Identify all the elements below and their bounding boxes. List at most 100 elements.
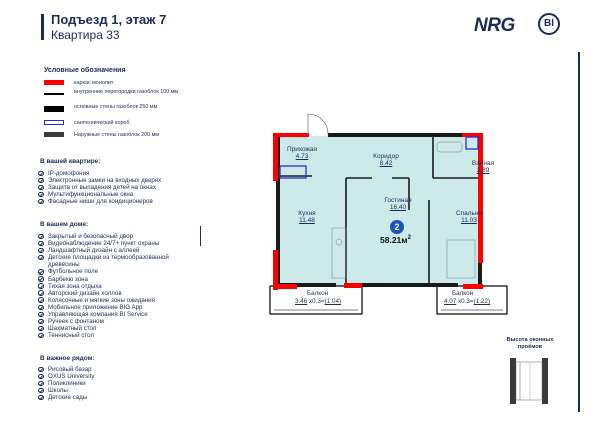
check-icon (38, 184, 44, 191)
balcony-right-label: Балкон 4.07 x0.3=(1.22) (444, 290, 491, 305)
in-apartment-list: IP-домофония Электронные замки на входны… (38, 170, 218, 205)
floor-plan (269, 113, 508, 315)
monolith-top-left (273, 133, 309, 137)
balcony-left-label: Балкон 3.46 x0.3=(1.04) (295, 290, 342, 305)
monolith-top-right (462, 133, 482, 137)
wall-bottom-mid (344, 283, 458, 287)
monolith-left-bottom (273, 250, 278, 290)
list-item: Мобильное приложение BIG App (38, 304, 188, 311)
check-icon (38, 290, 44, 296)
list-item: Мультифункциональные окна (38, 191, 218, 198)
total-area: 58.21м2 (380, 235, 411, 245)
room-label-bedroom: Спальня 11.03 (455, 210, 483, 224)
check-icon (38, 304, 44, 311)
check-icon (38, 240, 44, 247)
header-accent-bar (41, 14, 44, 40)
kitchen-counter (331, 227, 347, 279)
list-item: Управляющая компания BI Service (38, 311, 188, 318)
check-icon (38, 325, 44, 332)
list-item: Детские площадки из термообразованной др… (38, 254, 188, 268)
list-item: Рисовый базар (38, 366, 188, 373)
room-label-corridor: Коридор 8.42 (373, 153, 399, 167)
window-wall-left (510, 358, 516, 404)
logo-text: NRG (474, 15, 515, 36)
check-icon (38, 373, 44, 380)
list-item: Футбольное поле (38, 268, 188, 275)
legend-swatch-red (44, 80, 64, 85)
page-title: Подъезд 1, этаж 7 (51, 12, 167, 27)
monolith-mid-bottom (344, 283, 362, 288)
shaft-right (465, 136, 479, 150)
list-item: Колясочные и мягкие зоны ожидания (38, 297, 188, 304)
nearby-title: В важное рядом: (40, 355, 95, 362)
list-item: Барбекю зона (38, 276, 188, 283)
legend-swatch-thick (44, 106, 64, 112)
check-icon (38, 394, 44, 401)
check-icon (38, 311, 44, 318)
room-fill-entry (276, 136, 338, 176)
in-apartment-title: В вашей квартире: (40, 158, 101, 165)
balcony-left (269, 285, 363, 315)
room-label-living: Гостиная 16.40 (384, 197, 412, 211)
window-height-diagram (510, 358, 548, 404)
room-count-badge: 2 (390, 220, 404, 234)
room-label-entry: Прихожая 4.73 (286, 146, 318, 160)
check-icon (38, 177, 44, 184)
in-building-list: Закрытый и безопасный двор Видеонаблюден… (38, 233, 188, 339)
check-icon (38, 297, 44, 303)
list-item: Школы (38, 387, 188, 394)
list-item: Тихая зона отдыха (38, 283, 188, 290)
window-wall-right (542, 358, 548, 404)
list-item: IP-домофония (38, 170, 218, 177)
list-item: Поликлиники (38, 380, 188, 387)
logo-badge: BI (538, 13, 560, 35)
window-frame (515, 361, 543, 401)
check-icon (38, 233, 44, 240)
bed (446, 239, 476, 279)
shaft-left (279, 165, 307, 179)
check-icon (38, 283, 44, 289)
check-icon (38, 269, 44, 275)
nearby-list: Рисовый базар OXUS University Поликлиник… (38, 366, 188, 401)
list-item: Фасадные ниши для кондиционеров (38, 198, 218, 205)
list-item: Закрытый и безопасный двор (38, 233, 188, 240)
check-icon (38, 191, 44, 198)
legend-swatch-outer (44, 132, 64, 137)
balcony-right (436, 285, 508, 315)
frame-divider-line (200, 226, 201, 246)
check-icon (38, 318, 44, 325)
monolith-bottom-left (273, 284, 297, 289)
apartment-number: Квартира 33 (51, 28, 120, 42)
wall-top-mid (328, 133, 478, 137)
check-icon (38, 198, 44, 205)
check-icon (38, 247, 44, 254)
monolith-frame (273, 133, 483, 290)
list-item: Видеонаблюдение 24/7+ пункт охраны (38, 240, 188, 247)
list-item: OXUS University (38, 373, 188, 380)
wall-bottom-left (276, 283, 336, 287)
window-height-title: Высота оконных проёмов (506, 337, 554, 350)
check-icon (38, 276, 44, 282)
monolith-left-top (273, 133, 278, 181)
entry-door (307, 113, 329, 136)
room-label-bath: Ванная 3.89 (471, 160, 495, 174)
monolith-right (478, 133, 483, 263)
list-item: Электронные замки на входных дверях (38, 177, 218, 184)
legend-swatch-thin (44, 93, 64, 95)
frame-right-line (578, 52, 580, 412)
bath-tub (436, 141, 463, 153)
list-item: Защита от выпадения детей на окнах (38, 184, 218, 191)
legend-swatch-shaft (44, 120, 64, 125)
list-item: Авторский дизайн холлов (38, 290, 188, 297)
check-icon (38, 332, 44, 339)
list-item: Детские сады (38, 394, 188, 401)
wall-left (276, 133, 280, 287)
list-item: Ручеек с фонтаном (38, 318, 188, 325)
monolith-bottom-right (463, 284, 483, 289)
check-icon (38, 387, 44, 394)
room-fills (276, 136, 481, 286)
list-item: Теннисный стол (38, 332, 188, 339)
kitchen-sink (335, 238, 343, 246)
legend-title: Условные обозначения (44, 67, 126, 74)
list-item: Ландшафтный дизайн с аллеей (38, 247, 188, 254)
